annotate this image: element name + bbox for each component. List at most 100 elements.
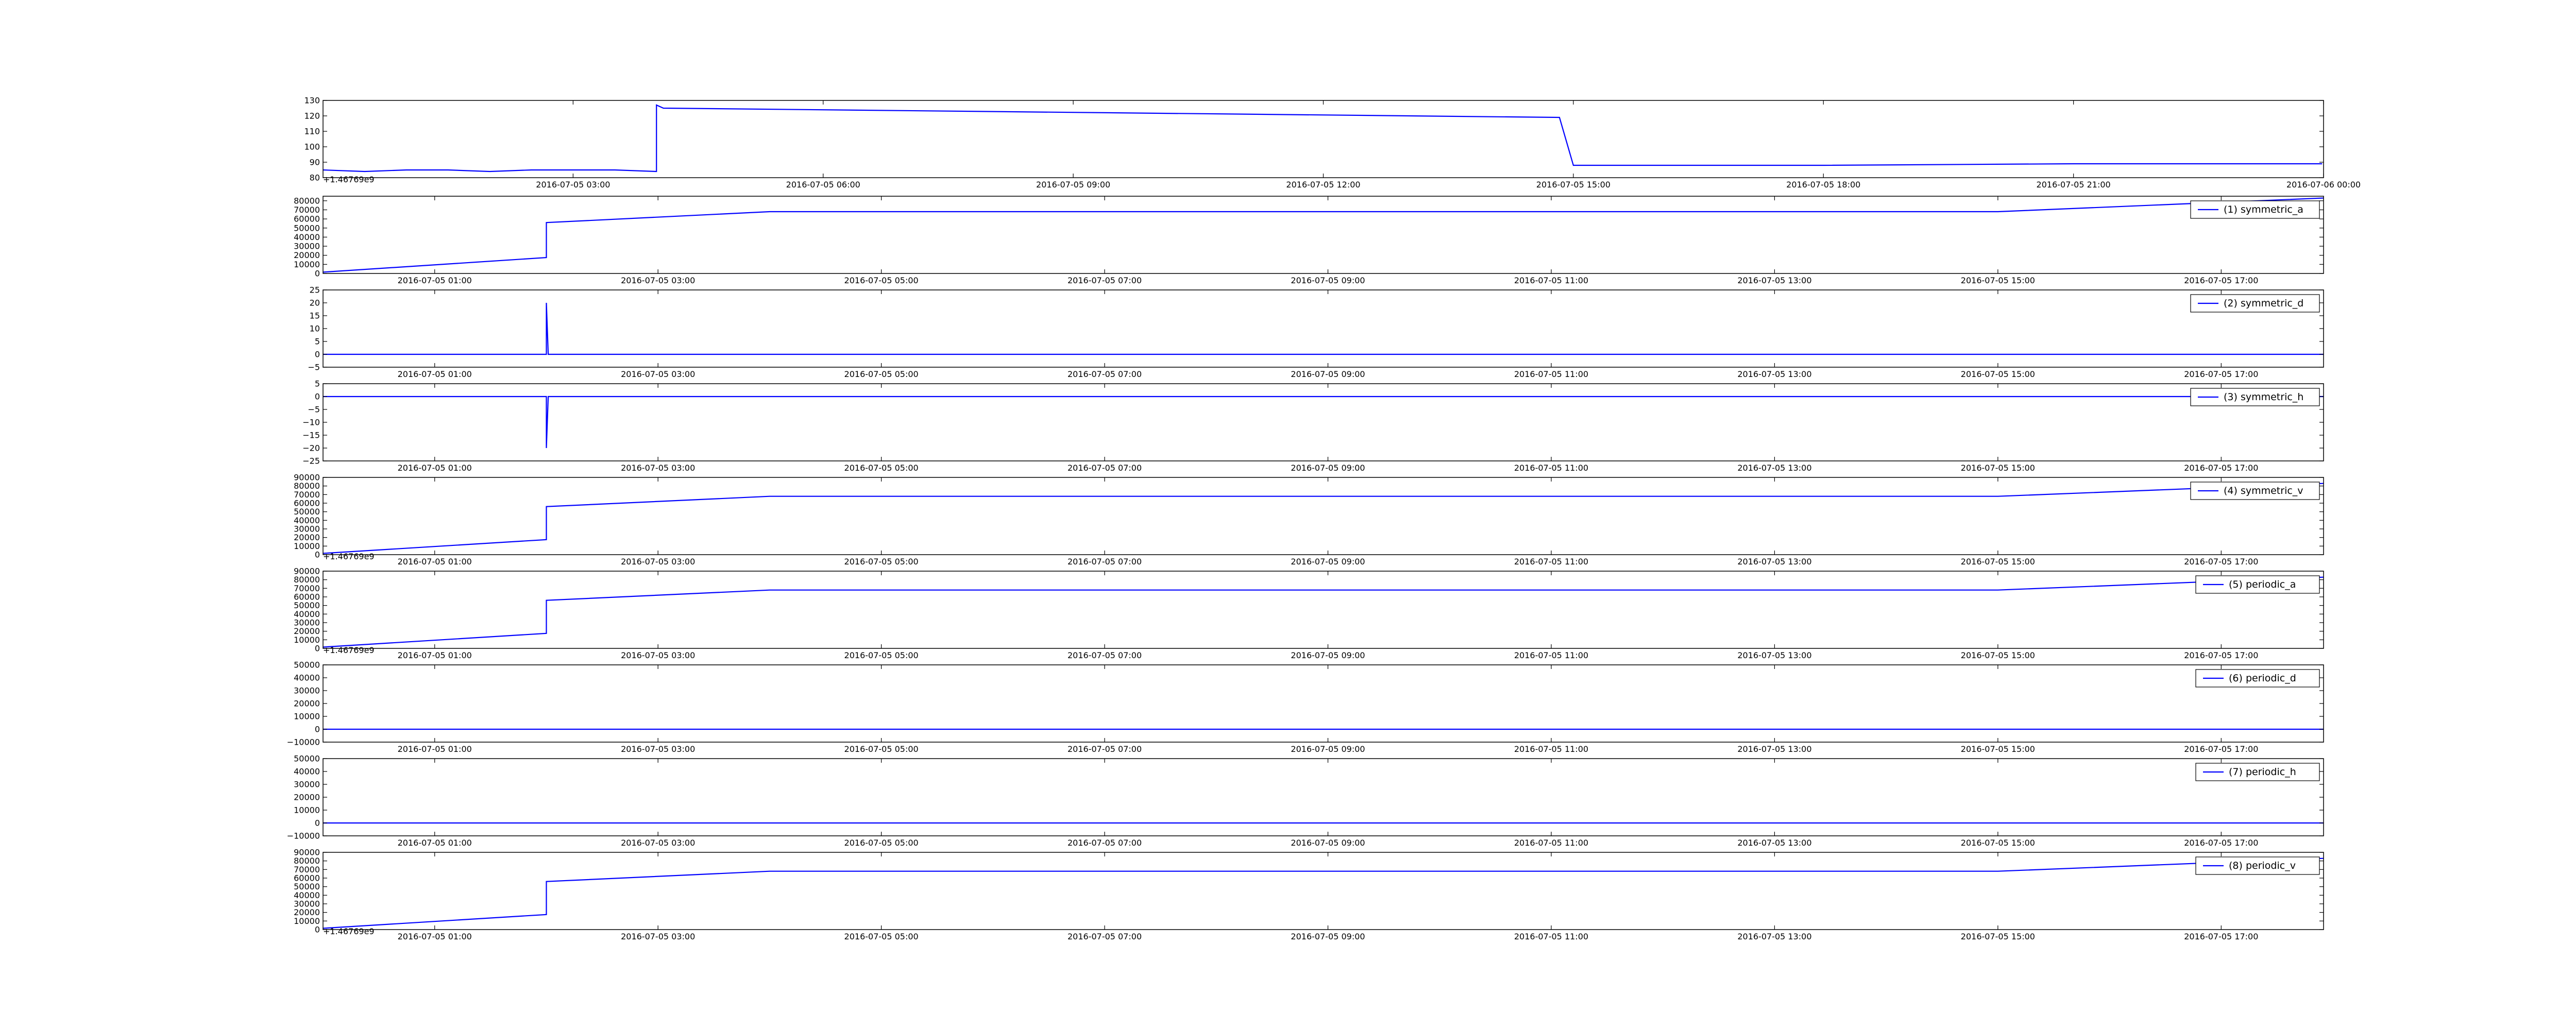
x-tick-label-2-0: 2016-07-05 01:00	[398, 369, 472, 379]
axes-frame-8	[323, 852, 2324, 930]
x-tick-label-4-0: 2016-07-05 01:00	[398, 557, 472, 566]
y-tick-label-6-1: 0	[315, 725, 320, 734]
y-tick-label-2-2: 5	[315, 337, 320, 347]
x-tick-label-6-2: 2016-07-05 05:00	[844, 744, 919, 754]
series-line-2-0	[323, 302, 2324, 355]
legend-label-7: (7) periodic_h	[2229, 766, 2296, 778]
x-tick-label-0-3: 2016-07-05 12:00	[1286, 180, 1360, 190]
y-tick-label-6-2: 10000	[294, 712, 320, 722]
x-tick-label-7-6: 2016-07-05 13:00	[1737, 838, 1811, 848]
offset-text-4: +1.46769e9	[323, 552, 375, 561]
x-tick-label-3-8: 2016-07-05 17:00	[2184, 463, 2258, 473]
series-line-4-0	[323, 483, 2324, 554]
y-tick-label-0-5: 130	[304, 96, 320, 106]
y-tick-label-7-1: 0	[315, 818, 320, 828]
y-tick-label-0-0: 80	[310, 173, 320, 183]
series-line-3-0	[323, 396, 2324, 449]
y-tick-label-6-0: −10000	[287, 737, 320, 747]
subplot-1: 0100002000030000400005000060000700008000…	[294, 196, 2324, 285]
series-line-0-0	[323, 104, 2323, 173]
y-tick-label-2-4: 15	[310, 311, 320, 321]
x-tick-label-0-4: 2016-07-05 15:00	[1536, 180, 1611, 190]
x-tick-label-1-6: 2016-07-05 13:00	[1737, 276, 1811, 285]
x-tick-label-3-5: 2016-07-05 11:00	[1514, 463, 1588, 473]
x-tick-label-0-0: 2016-07-05 03:00	[536, 180, 610, 190]
axes-frame-1	[323, 196, 2324, 274]
x-tick-label-5-3: 2016-07-05 07:00	[1067, 650, 1142, 660]
y-tick-label-6-6: 50000	[294, 660, 320, 670]
y-tick-label-5-6: 60000	[294, 592, 320, 602]
x-tick-label-7-5: 2016-07-05 11:00	[1514, 838, 1588, 848]
x-tick-label-3-4: 2016-07-05 09:00	[1291, 463, 1365, 473]
offset-text-0: +1.46769e9	[323, 175, 375, 184]
y-tick-label-3-1: −20	[302, 443, 320, 453]
x-tick-label-4-6: 2016-07-05 13:00	[1737, 557, 1811, 566]
legend-box-2	[2190, 294, 2320, 313]
x-tick-label-0-1: 2016-07-05 06:00	[786, 180, 860, 190]
x-tick-label-8-4: 2016-07-05 09:00	[1291, 932, 1365, 941]
x-tick-label-2-5: 2016-07-05 11:00	[1514, 369, 1588, 379]
x-tick-label-6-0: 2016-07-05 01:00	[398, 744, 472, 754]
y-tick-label-3-4: −5	[308, 405, 320, 415]
y-tick-label-7-2: 10000	[294, 805, 320, 815]
y-tick-label-8-7: 70000	[294, 865, 320, 874]
y-tick-label-4-3: 30000	[294, 524, 320, 534]
y-tick-label-4-9: 90000	[294, 473, 320, 483]
x-tick-label-1-0: 2016-07-05 01:00	[398, 276, 472, 285]
subplot-8: 0100002000030000400005000060000700008000…	[294, 848, 2324, 941]
x-tick-label-1-3: 2016-07-05 07:00	[1067, 276, 1142, 285]
x-tick-label-0-5: 2016-07-05 18:00	[1786, 180, 1860, 190]
y-tick-label-4-4: 40000	[294, 516, 320, 525]
y-tick-label-1-5: 50000	[294, 223, 320, 233]
x-tick-label-5-6: 2016-07-05 13:00	[1737, 650, 1811, 660]
y-tick-label-3-3: −10	[302, 418, 320, 427]
y-tick-label-4-8: 80000	[294, 481, 320, 491]
y-tick-label-2-1: 0	[315, 350, 320, 359]
y-tick-label-3-5: 0	[315, 392, 320, 402]
legend-label-1: (1) symmetric_a	[2224, 204, 2303, 215]
x-tick-label-7-4: 2016-07-05 09:00	[1291, 838, 1365, 848]
y-tick-label-2-6: 25	[310, 285, 320, 295]
y-tick-label-5-5: 50000	[294, 600, 320, 610]
x-tick-label-3-0: 2016-07-05 01:00	[398, 463, 472, 473]
x-tick-label-2-3: 2016-07-05 07:00	[1067, 369, 1142, 379]
y-tick-label-2-3: 10	[310, 324, 320, 334]
series-line-1-0	[323, 197, 2324, 273]
y-tick-label-7-3: 20000	[294, 793, 320, 802]
y-tick-label-5-0: 0	[315, 644, 320, 654]
x-tick-label-2-8: 2016-07-05 17:00	[2184, 369, 2258, 379]
x-tick-label-5-1: 2016-07-05 03:00	[621, 650, 695, 660]
x-tick-label-4-7: 2016-07-05 15:00	[1961, 557, 2035, 566]
legend-label-8: (8) periodic_v	[2229, 860, 2296, 871]
x-tick-label-6-7: 2016-07-05 15:00	[1961, 744, 2035, 754]
x-tick-label-1-1: 2016-07-05 03:00	[621, 276, 695, 285]
x-tick-label-4-1: 2016-07-05 03:00	[621, 557, 695, 566]
y-tick-label-8-2: 20000	[294, 907, 320, 917]
x-tick-label-0-2: 2016-07-05 09:00	[1036, 180, 1110, 190]
y-tick-label-5-8: 80000	[294, 575, 320, 585]
x-tick-label-2-7: 2016-07-05 15:00	[1961, 369, 2035, 379]
y-tick-label-6-5: 40000	[294, 673, 320, 683]
y-tick-label-8-6: 60000	[294, 873, 320, 883]
y-tick-label-4-0: 0	[315, 550, 320, 560]
legend-label-2: (2) symmetric_d	[2224, 298, 2303, 309]
axes-frame-2	[323, 289, 2324, 368]
y-tick-label-3-6: 5	[315, 379, 320, 389]
x-tick-label-7-3: 2016-07-05 07:00	[1067, 838, 1142, 848]
y-tick-label-1-2: 20000	[294, 250, 320, 260]
y-tick-label-5-3: 30000	[294, 618, 320, 628]
legend-label-3: (3) symmetric_h	[2224, 391, 2303, 403]
x-tick-label-4-5: 2016-07-05 11:00	[1514, 557, 1588, 566]
x-tick-label-2-6: 2016-07-05 13:00	[1737, 369, 1811, 379]
x-tick-label-3-7: 2016-07-05 15:00	[1961, 463, 2035, 473]
x-tick-label-2-1: 2016-07-05 03:00	[621, 369, 695, 379]
y-tick-label-8-9: 90000	[294, 848, 320, 857]
y-tick-label-5-2: 20000	[294, 626, 320, 636]
y-tick-label-7-5: 40000	[294, 767, 320, 777]
subplot-4: 0100002000030000400005000060000700008000…	[294, 473, 2324, 566]
y-tick-label-0-1: 90	[310, 158, 320, 167]
y-tick-label-8-5: 50000	[294, 882, 320, 891]
x-tick-label-5-7: 2016-07-05 15:00	[1961, 650, 2035, 660]
